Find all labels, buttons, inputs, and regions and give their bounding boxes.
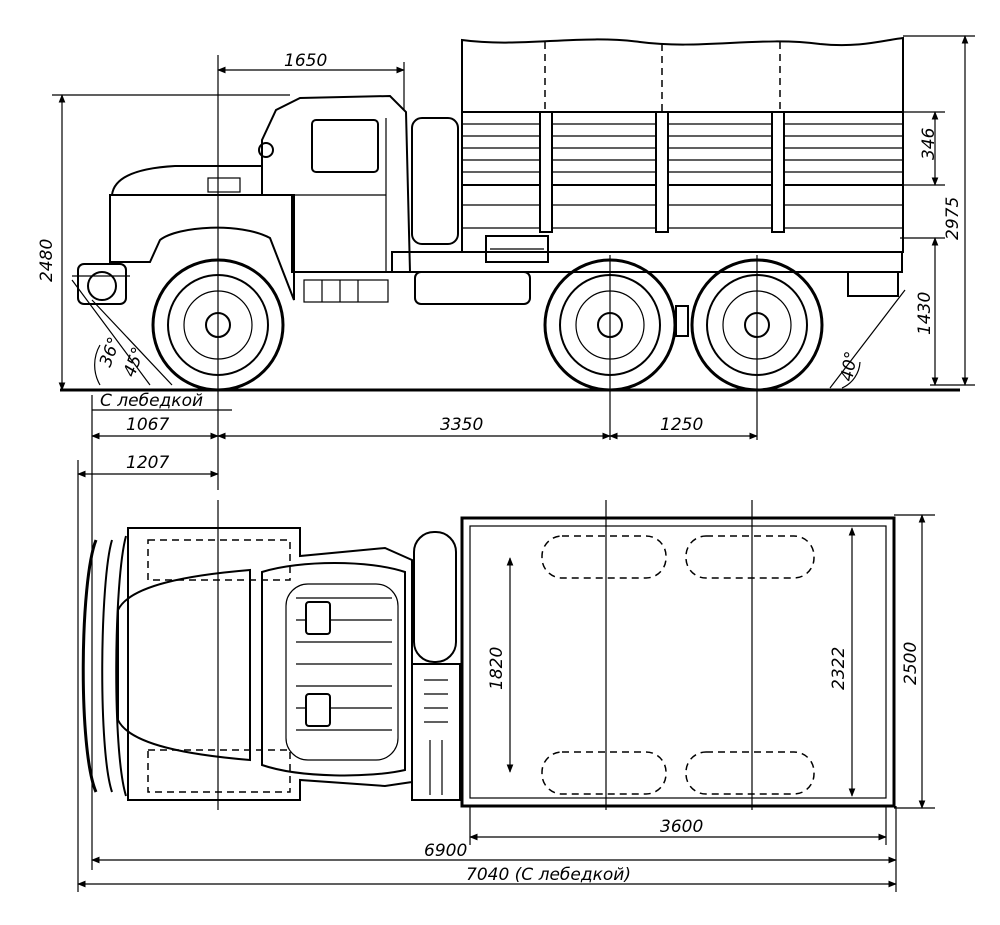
side-dimensions [52,35,975,490]
angle-departure: 40° [837,350,862,383]
top-bumper [81,539,98,793]
cargo-tarp [461,36,904,113]
dim-cab-length: 1650 [284,51,327,71]
hood [109,142,295,301]
departure-angle-line [829,289,906,389]
top-spare-wheel [413,531,457,663]
dim-front-overhang-total: 1207 [126,453,169,473]
top-cargo-body [460,516,896,808]
side-view [60,36,960,440]
departure-angle-arc [841,361,861,389]
approach-angle-arc [94,344,101,386]
front-winch [72,263,130,305]
top-view [81,500,896,810]
dim-inner-body-width: 1820 [487,647,507,690]
fuel-tank [414,271,531,305]
dim-overall-width: 2500 [901,642,921,685]
approach-angle-line [91,299,173,386]
cargo-body [461,111,904,263]
dim-body-width: 2322 [829,647,849,690]
dim-wheelbase-front: 3350 [440,415,483,435]
chassis-frame [391,251,903,273]
top-cab [117,527,413,801]
top-dimensions [77,445,935,892]
dim-body-length: 3600 [660,817,703,837]
dim-overall-length-winch: 7040 (С лебедкой) [466,865,631,885]
spare-wheel [411,117,459,245]
label-with-winch: С лебедкой [100,391,203,411]
dim-rear-axle-spacing: 1250 [660,415,703,435]
rear-bumper [847,271,899,297]
axle-link [675,305,689,337]
dim-front-overhang-winch: 1067 [126,415,169,435]
dim-overall-length: 6900 [424,841,467,861]
dim-platform-height: 1430 [915,292,935,335]
angle-approach-winch: 36° [96,335,125,370]
dim-overall-height: 2480 [37,239,57,282]
dim-height-with-tarp: 2975 [943,197,963,240]
top-battery-box [411,663,461,801]
approach-angle-line-winch [71,279,151,386]
dim-tarp-height: 346 [919,127,939,160]
cab [261,94,412,303]
